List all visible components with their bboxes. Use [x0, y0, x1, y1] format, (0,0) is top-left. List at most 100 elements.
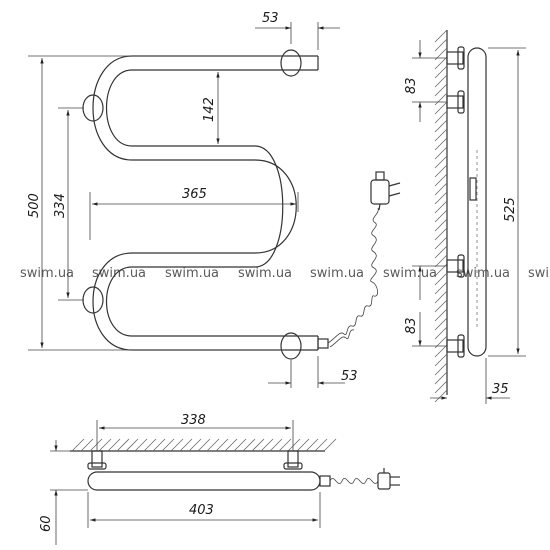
hatch-line: [296, 438, 310, 452]
rail-side-profile: [467, 47, 487, 357]
watermark-row: swim.ua swim.ua swim.ua swim.ua swim.ua …: [20, 266, 550, 281]
hatch-line: [89, 438, 103, 452]
hatch-line: [287, 438, 301, 452]
dim-height-total: 500: [27, 193, 42, 218]
hatch-line: [434, 317, 448, 331]
hatch-line: [434, 173, 448, 187]
power-plug-icon: [370, 171, 401, 211]
hatch-line: [260, 438, 274, 452]
power-cord-coil: [329, 329, 355, 348]
hatch-line: [170, 438, 184, 452]
hatch-line: [434, 353, 448, 367]
hatch-line: [434, 56, 448, 70]
rail-tube-outer: [92, 55, 318, 351]
hatch-line: [434, 38, 448, 52]
top-view: 338 403 60: [39, 413, 400, 545]
hatch-line: [224, 438, 238, 452]
hatch-line: [143, 438, 157, 452]
hatch-line: [116, 438, 130, 452]
dim-flange-bottom: 53: [341, 369, 358, 384]
hatch-line: [434, 236, 448, 250]
hatch-line: [434, 29, 448, 43]
hatch-line: [434, 119, 448, 133]
hatch-line: [434, 65, 448, 79]
rail-tube-inner: [105, 69, 318, 337]
hatch-line: [434, 128, 448, 142]
dim-flange-top: 53: [262, 11, 279, 26]
watermark-text: swim.ua: [165, 266, 219, 281]
hatch-line: [434, 110, 448, 124]
hatch-line: [134, 438, 148, 452]
hatch-line: [434, 218, 448, 232]
hatch-line: [434, 101, 448, 115]
wall-mount-flange: [280, 332, 302, 360]
hatch-line: [434, 380, 448, 394]
dim-depth: 35: [492, 382, 509, 397]
dim-mount-spacing: 338: [181, 413, 206, 428]
watermark-text: swim.ua: [310, 266, 364, 281]
dim-width: 365: [182, 187, 207, 202]
hatch-line: [278, 438, 292, 452]
hatch-line: [161, 438, 175, 452]
hatch-line: [71, 438, 85, 452]
hatch-line: [434, 164, 448, 178]
rail-top-profile: [87, 471, 321, 491]
hatch-line: [251, 438, 265, 452]
watermark-text: swim.ua: [528, 266, 550, 281]
hatch-line: [434, 200, 448, 214]
hatch-line: [125, 438, 139, 452]
hatch-line: [434, 227, 448, 241]
hatch-line: [242, 438, 256, 452]
hatch-line: [434, 209, 448, 223]
hatch-line: [434, 272, 448, 286]
wall-mount-flange: [280, 49, 302, 77]
dim-bottom-offset: 83: [404, 317, 419, 334]
watermark-text: swim.ua: [383, 266, 437, 281]
dim-height-mounts: 334: [53, 193, 68, 218]
power-cord-coil: [327, 207, 379, 344]
hatch-line: [206, 438, 220, 452]
hatch-line: [269, 438, 283, 452]
watermark-text: swim.ua: [238, 266, 292, 281]
hatch-line: [434, 146, 448, 160]
side-view: 83 83 525 35: [404, 29, 526, 404]
power-cord-coil: [329, 478, 379, 484]
hatch-line: [434, 137, 448, 151]
hatch-line: [434, 83, 448, 97]
hatch-line: [434, 74, 448, 88]
hatch-line: [434, 344, 448, 358]
front-view: 53 53 500 334 142 365: [27, 11, 401, 388]
dim-total-height: 525: [503, 197, 518, 222]
hatch-line: [434, 326, 448, 340]
hatch-line: [434, 191, 448, 205]
hatch-line: [434, 245, 448, 259]
hatch-line: [434, 182, 448, 196]
hatch-line: [434, 281, 448, 295]
hatch-line: [434, 290, 448, 304]
hatch-line: [233, 438, 247, 452]
hatch-line: [434, 155, 448, 169]
hatch-line: [215, 438, 229, 452]
hatch-line: [434, 389, 448, 403]
watermark-text: swim.ua: [20, 266, 74, 281]
hatch-line: [434, 308, 448, 322]
hatch-line: [434, 362, 448, 376]
hatch-line: [107, 438, 121, 452]
dim-loop-height: 142: [202, 97, 217, 122]
dim-top-offset: 83: [404, 77, 419, 94]
cable-connector: [317, 338, 329, 349]
hatch-line: [434, 254, 448, 268]
hatch-line: [434, 92, 448, 106]
hatch-line: [323, 438, 337, 452]
wall-hatching: [434, 29, 448, 403]
power-plug-icon: [377, 468, 400, 490]
hatch-line: [314, 438, 328, 452]
hatch-line: [188, 438, 202, 452]
hatch-line: [434, 299, 448, 313]
hatch-line: [98, 438, 112, 452]
wall-hatching: [71, 438, 337, 452]
hatch-line: [197, 438, 211, 452]
watermark-text: swim.ua: [456, 266, 510, 281]
hatch-line: [80, 438, 94, 452]
